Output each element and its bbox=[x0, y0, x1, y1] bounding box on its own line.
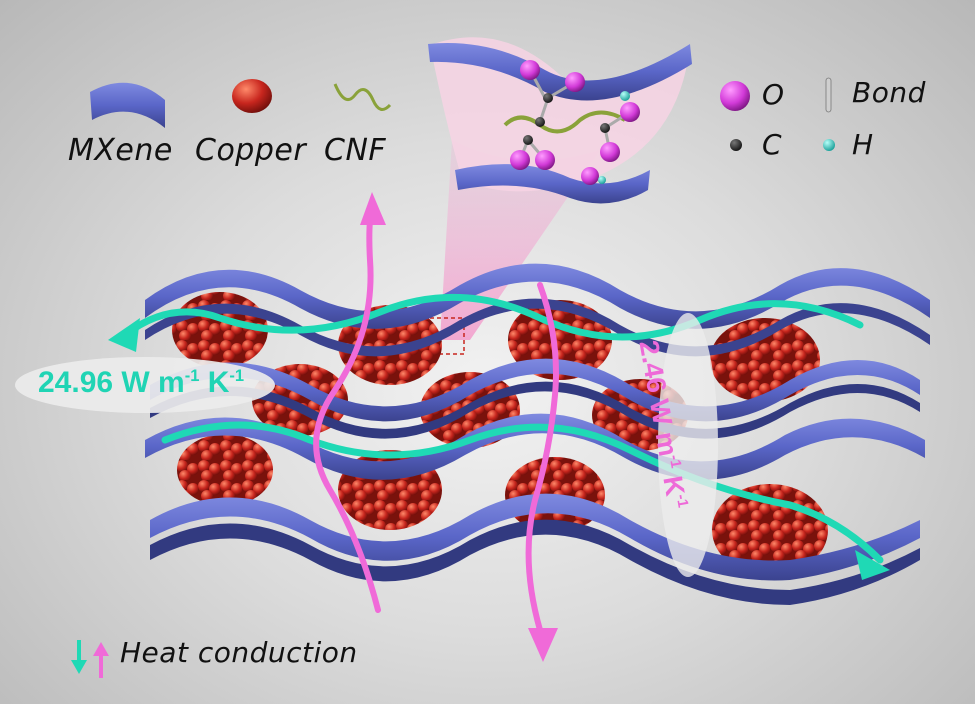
bond-legend-label: Bond bbox=[852, 76, 926, 109]
crossplane-heat-paths bbox=[313, 202, 559, 633]
inset-cnf-chain bbox=[503, 110, 627, 134]
inset-mxene-top bbox=[428, 43, 692, 101]
mxene-legend-icon bbox=[90, 82, 165, 128]
inplane-value-backdrop bbox=[15, 357, 275, 413]
cnf-legend-label: CNF bbox=[324, 133, 387, 168]
zoom-inset-background bbox=[430, 37, 690, 192]
inset-molecules bbox=[510, 60, 640, 185]
inplane-arrowhead-left bbox=[108, 318, 140, 352]
crossplane-arrowhead-down bbox=[528, 628, 558, 662]
copper-legend-icon bbox=[232, 79, 272, 113]
cnf-legend-icon bbox=[333, 83, 392, 111]
copper-legend-label: Copper bbox=[195, 133, 307, 168]
heat-conduction-legend-icon bbox=[71, 640, 109, 678]
hydrogen-legend-label: H bbox=[852, 128, 874, 161]
upper-mxene-sheets bbox=[145, 263, 930, 439]
inplane-conductivity-value: 24.96 W m-1 K-1 bbox=[38, 366, 245, 399]
crossplane-value-backdrop bbox=[658, 313, 718, 577]
carbon-legend-label: C bbox=[762, 128, 783, 161]
crossplane-arrowhead-up bbox=[360, 192, 386, 225]
heat-conduction-label: Heat conduction bbox=[120, 636, 358, 669]
inplane-arrowhead-right bbox=[855, 550, 890, 580]
hydrogen-legend-icon bbox=[823, 139, 835, 151]
oxygen-legend-label: O bbox=[762, 78, 785, 111]
carbon-legend-icon bbox=[730, 139, 742, 151]
bond-legend-icon bbox=[825, 77, 832, 113]
mxene-legend-label: MXene bbox=[68, 133, 173, 168]
lower-mxene-sheets bbox=[145, 413, 925, 605]
oxygen-legend-icon bbox=[720, 81, 750, 111]
inplane-heat-paths bbox=[121, 293, 884, 564]
inset-mxene-bottom bbox=[455, 164, 650, 204]
